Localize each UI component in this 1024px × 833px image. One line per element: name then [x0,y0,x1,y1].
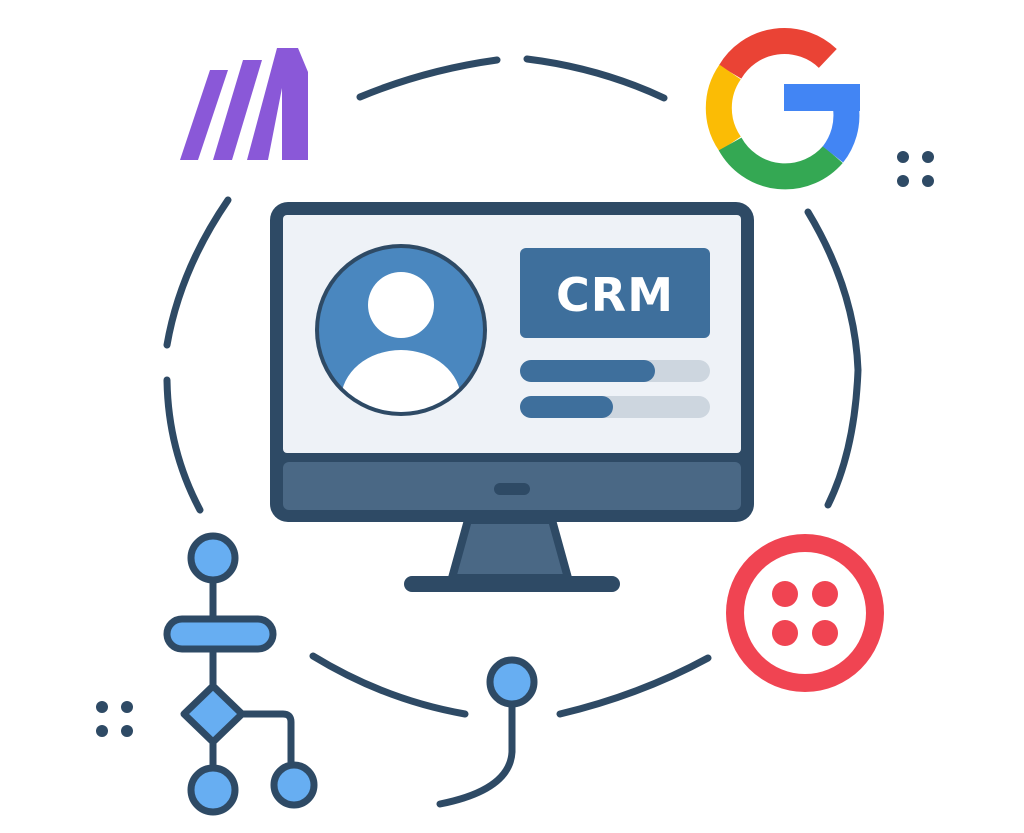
progress-fill [520,360,655,382]
orbit-arc-top-left [356,56,501,101]
twilio-logo-icon [726,534,884,692]
user-avatar-icon [315,244,487,416]
orbit-arc-left-upper [163,196,232,349]
progress-bar [520,360,710,382]
progress-bar [520,396,710,418]
make-logo-icon [180,48,308,160]
crm-label: CRM [556,268,674,322]
flow-branch-node [270,761,318,809]
orbit-arc-left-lower [163,376,204,514]
orbit-arc-bottom-left [309,652,469,718]
flow-process-node [163,615,277,653]
dots-decoration-bottom-left [96,701,133,737]
flow-end-node [187,764,239,816]
flow-start-node [187,532,239,584]
progress-fill [520,396,613,418]
workflow-flowchart-icon [163,532,318,816]
crm-banner [520,248,710,338]
dots-decoration-top-right [897,151,934,187]
orbit-arc-bottom-right [556,654,712,718]
connector-node-icon [436,656,538,808]
desktop-monitor-icon: CRM [270,202,754,592]
orbit-ring [163,55,862,718]
monitor-base [404,576,620,592]
flow-decision-node [180,682,246,746]
monitor-stand [448,516,572,582]
orbit-arc-right [804,208,862,509]
monitor-power-led [494,483,530,495]
google-logo-icon [705,28,860,190]
orbit-arc-top-right [523,55,668,102]
